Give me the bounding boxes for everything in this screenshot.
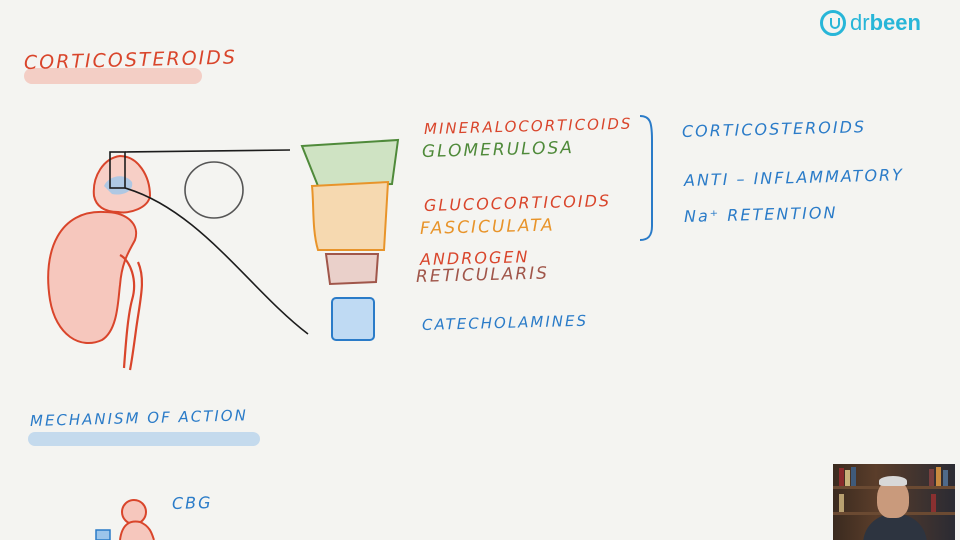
- medulla-layer: [332, 298, 374, 340]
- magnify-circle: [185, 162, 243, 218]
- grouping-bracket: [640, 116, 652, 240]
- section-highlight: [28, 432, 260, 446]
- label-reticularis: RETICULARIS: [416, 264, 549, 287]
- glomerulosa-layer: [302, 140, 398, 186]
- drbeen-logo: drbeen: [820, 6, 921, 40]
- note-na-retention: Na⁺ RETENTION: [684, 203, 838, 226]
- label-glomerulosa: GLOMERULOSA: [422, 138, 574, 162]
- label-cbg: CBG: [172, 493, 213, 513]
- reticularis-layer: [326, 254, 378, 284]
- adrenal-gland-sketch: [94, 152, 150, 212]
- kidney-sketch: [48, 212, 142, 370]
- presenter-video: [833, 464, 955, 540]
- logo-prefix: dr: [850, 10, 870, 35]
- zoom-line-bottom: [125, 188, 308, 334]
- stethoscope-logo-icon: [820, 10, 846, 36]
- label-fasciculata: FASCICULATA: [420, 215, 555, 239]
- logo-name: been: [870, 10, 921, 35]
- patient-figure-sketch: [96, 500, 154, 540]
- fasciculata-layer: [312, 182, 388, 250]
- zoom-line-top: [125, 150, 290, 152]
